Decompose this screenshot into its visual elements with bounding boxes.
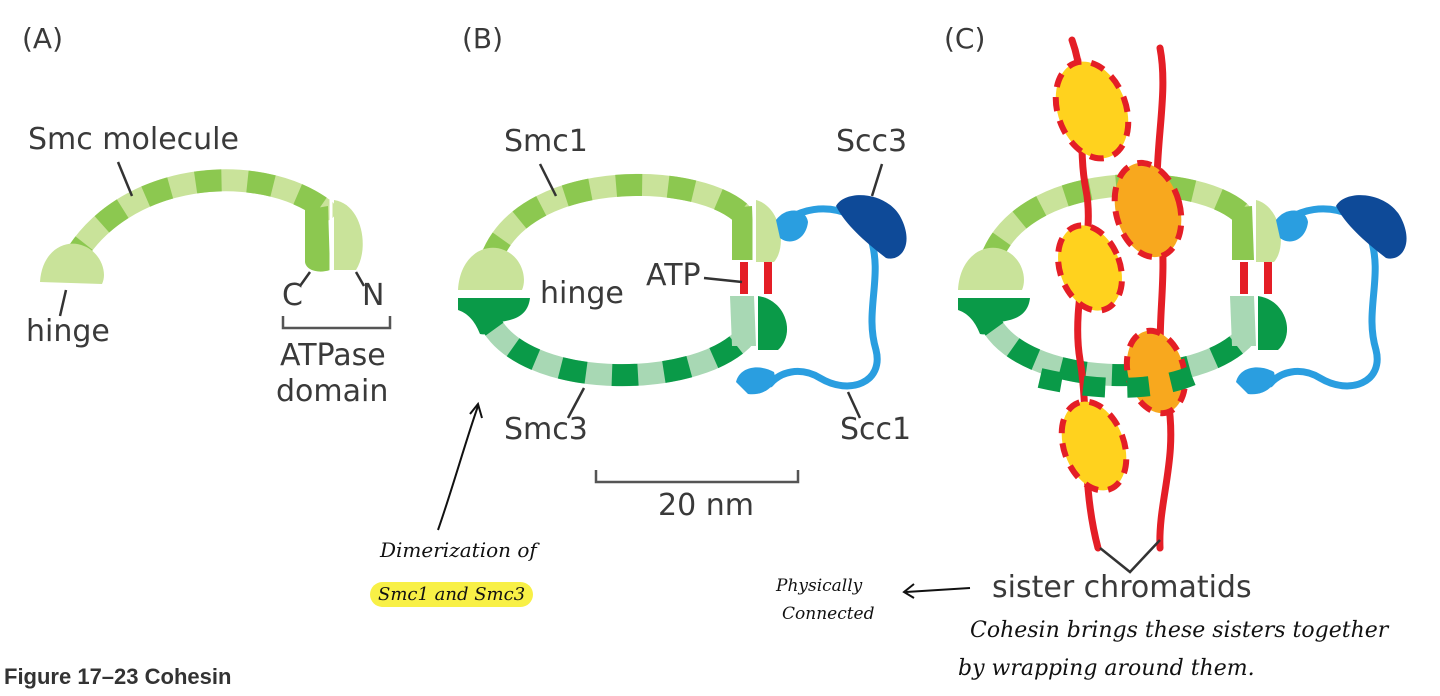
panel-b-cohesin-ring: [458, 163, 907, 484]
panel-b-label: (B): [462, 22, 504, 55]
scc1-label: Scc1: [840, 412, 912, 447]
n-terminus-label: N: [362, 278, 385, 313]
smc-coiled-coil: [59, 169, 336, 276]
scc1-n-terminal: [776, 210, 808, 242]
handwritten-arrow: [437, 405, 479, 531]
hinge-pointer: [58, 289, 68, 317]
atpase-label-line2: domain: [276, 374, 389, 409]
smc3-head-dark: [758, 296, 788, 350]
nucleosome-1: [1052, 58, 1132, 162]
panel-a-label: (A): [22, 22, 64, 55]
handwritten-cohesin-line1: Cohesin brings these sisters together: [970, 618, 1389, 643]
scc3-label: Scc3: [836, 124, 908, 159]
scc3-subunit: [836, 195, 907, 259]
smc3-head-pale: [730, 296, 756, 346]
hinge-domain-a: [40, 243, 104, 284]
n-pointer: [354, 271, 366, 287]
nucleosome-5: [1058, 398, 1130, 494]
atpase-head-left: [305, 206, 330, 272]
atpase-label-line1: ATPase: [280, 338, 386, 373]
hinge-label-b: hinge: [540, 276, 624, 311]
smc3-label: Smc3: [504, 412, 588, 447]
chromatid-pointer: [1099, 539, 1161, 574]
hinge-label-a: hinge: [26, 314, 110, 349]
scale-bar-label: 20 nm: [658, 488, 754, 523]
atpase-head-right: [334, 200, 363, 270]
handwritten-dimerization-line2: Smc1 and Smc3: [370, 582, 534, 607]
handwritten-arrow-2: [905, 587, 971, 593]
nucleosome-2: [1111, 159, 1185, 261]
scc3-pointer: [870, 163, 884, 197]
smc1-pointer: [538, 163, 558, 197]
handwritten-cohesin-line2: by wrapping around them.: [958, 656, 1255, 681]
smc1-head: [732, 206, 754, 260]
smc3-pointer: [566, 387, 586, 419]
panel-c-label: (C): [944, 22, 986, 55]
smc-molecule-label: Smc molecule: [28, 122, 239, 157]
smc1-hinge: [458, 247, 524, 290]
scc1-pointer: [846, 391, 862, 419]
handwritten-physically-line2: Connected: [782, 604, 875, 624]
c-pointer: [298, 271, 312, 287]
atpase-bracket: [281, 316, 392, 330]
handwritten-dimerization-line1: Dimerization of: [380, 538, 537, 562]
smc1-coiled-coil: [479, 174, 751, 273]
atp-link-1: [740, 262, 748, 294]
scale-bar: [594, 470, 800, 484]
smc-molecule-pointer: [116, 161, 134, 197]
smc1-label: Smc1: [504, 124, 588, 159]
figure-caption: Figure 17–23 Cohesin: [4, 664, 232, 689]
c-terminus-label: C: [282, 278, 303, 313]
scc1-c-terminal: [736, 367, 775, 395]
smc3-hinge: [458, 298, 530, 335]
atp-label: ATP: [646, 258, 701, 293]
sister-chromatid-right: [1153, 44, 1175, 552]
handwritten-physically-line1: Physically: [776, 576, 863, 596]
sister-chromatids-label: sister chromatids: [992, 570, 1252, 605]
atp-pointer: [703, 276, 743, 284]
nucleosome-3: [1055, 222, 1125, 314]
atp-link-2: [764, 262, 772, 294]
panel-a-smc-molecule: [40, 161, 392, 330]
panel-c-cohesin-with-chromatids: [958, 36, 1407, 574]
